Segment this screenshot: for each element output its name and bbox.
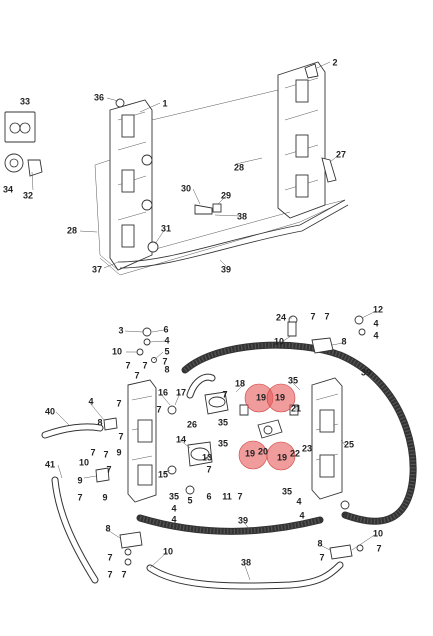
callout-19: 19 (256, 392, 266, 402)
callout-10: 10 (112, 346, 122, 356)
callout-7: 7 (156, 404, 161, 414)
highlight-circle (266, 441, 296, 471)
callout-10: 10 (373, 528, 383, 538)
callout-26: 26 (187, 419, 197, 429)
callout-13: 13 (202, 452, 212, 462)
callout-19: 19 (277, 452, 287, 462)
callout-28: 28 (67, 225, 77, 235)
callout-5: 5 (164, 346, 169, 356)
callout-41: 41 (45, 459, 55, 469)
callout-39: 39 (238, 515, 248, 525)
callout-11: 11 (222, 491, 232, 501)
callout-4: 4 (171, 503, 176, 513)
callout-9: 9 (116, 447, 121, 457)
callout-7: 7 (121, 569, 126, 579)
callout-27: 27 (336, 149, 346, 159)
callout-7: 7 (107, 552, 112, 562)
callout-39: 39 (221, 264, 231, 274)
callout-16: 16 (158, 387, 168, 397)
callout-17: 17 (176, 387, 186, 397)
callout-7: 7 (116, 398, 121, 408)
callout-5: 5 (187, 495, 192, 505)
callout-7: 7 (237, 491, 242, 501)
callout-15: 15 (158, 469, 168, 479)
callout-39: 39 (361, 367, 371, 377)
callout-29: 29 (221, 190, 231, 200)
callout-30: 30 (181, 183, 191, 193)
callout-33: 33 (20, 96, 30, 106)
callout-8: 8 (341, 336, 346, 346)
callout-34: 34 (3, 184, 13, 194)
callout-21: 21 (291, 403, 301, 413)
highlight-markers (238, 383, 296, 471)
callout-8: 8 (97, 417, 102, 427)
callout-7: 7 (142, 360, 147, 370)
callout-7: 7 (310, 311, 315, 321)
callout-7: 7 (106, 464, 111, 474)
callout-4: 4 (88, 396, 93, 406)
callout-10: 10 (274, 336, 284, 346)
callout-7: 7 (134, 370, 139, 380)
callout-7: 7 (107, 569, 112, 579)
callout-6: 6 (163, 324, 168, 334)
callout-2: 2 (332, 57, 337, 67)
callout-7: 7 (162, 356, 167, 366)
callout-7: 7 (118, 431, 123, 441)
bottom-fuel-rail-assembly (41, 310, 417, 590)
highlight-circle (266, 383, 296, 413)
callout-7: 7 (319, 552, 324, 562)
top-engine-block-assembly (4, 61, 349, 276)
callout-23: 23 (302, 443, 312, 453)
callout-9: 9 (77, 475, 82, 485)
callout-7: 7 (206, 464, 211, 474)
callout-10: 10 (163, 546, 173, 556)
callout-7: 7 (222, 389, 227, 399)
callout-14: 14 (176, 434, 186, 444)
callout-18: 18 (235, 378, 245, 388)
callout-8: 8 (317, 538, 322, 548)
callout-7: 7 (77, 492, 82, 502)
callout-19: 19 (245, 448, 255, 458)
callout-12: 12 (373, 304, 383, 314)
callout-10: 10 (79, 457, 89, 467)
callout-4: 4 (164, 335, 169, 345)
callout-35: 35 (218, 438, 228, 448)
callout-7: 7 (324, 311, 329, 321)
callout-7: 7 (103, 449, 108, 459)
callout-4: 4 (296, 496, 301, 506)
callout-35: 35 (288, 375, 298, 385)
callout-4: 4 (373, 318, 378, 328)
callout-24: 24 (276, 312, 286, 322)
callout-9: 9 (102, 492, 107, 502)
callout-4: 4 (171, 514, 176, 524)
callout-22: 22 (290, 448, 300, 458)
callout-7: 7 (90, 447, 95, 457)
callout-31: 31 (161, 223, 171, 233)
callout-28: 28 (234, 162, 244, 172)
callout-35: 35 (169, 491, 179, 501)
callout-3: 3 (118, 325, 123, 335)
callout-38: 38 (237, 211, 247, 221)
callout-32: 32 (23, 190, 33, 200)
callout-1: 1 (162, 98, 167, 108)
callout-35: 35 (282, 486, 292, 496)
callout-20: 20 (258, 446, 268, 456)
callout-8: 8 (105, 523, 110, 533)
callout-40: 40 (45, 406, 55, 416)
callout-38: 38 (241, 557, 251, 567)
callout-36: 36 (94, 92, 104, 102)
callout-7: 7 (376, 543, 381, 553)
callout-19: 19 (275, 392, 285, 402)
callout-37: 37 (92, 264, 102, 274)
callout-4: 4 (373, 330, 378, 340)
callout-8: 8 (164, 364, 169, 374)
callout-35: 35 (218, 417, 228, 427)
callout-4: 4 (299, 510, 304, 520)
callout-25: 25 (344, 439, 354, 449)
callout-7: 7 (125, 360, 130, 370)
callout-6: 6 (206, 491, 211, 501)
